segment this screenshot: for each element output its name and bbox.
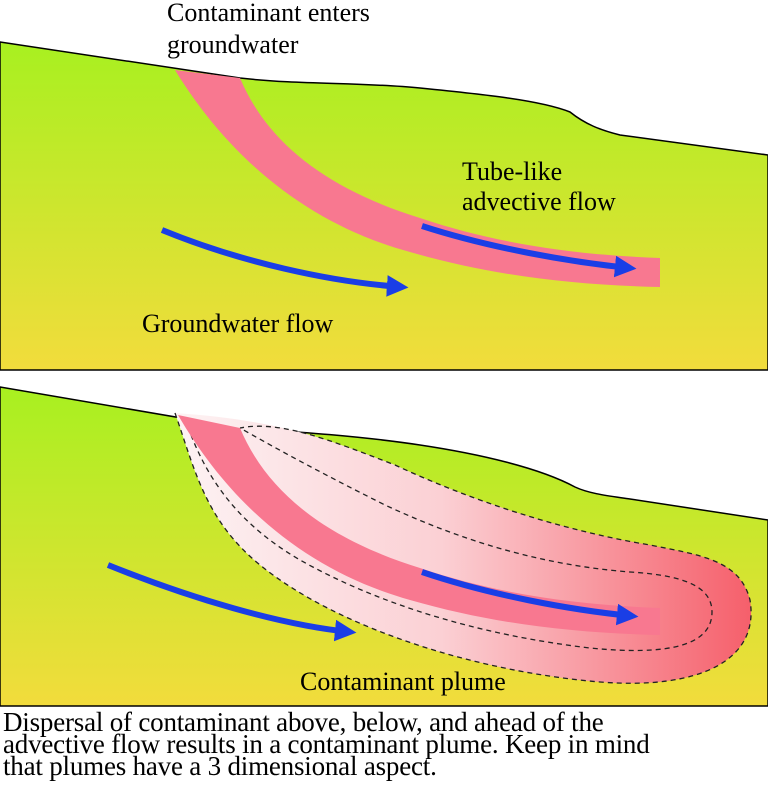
contaminant-plume-diagram: Contaminant enters groundwater Tube-like…	[0, 0, 768, 707]
advective-flow-arrow	[421, 223, 637, 278]
label-tube-like: Tube-like	[462, 157, 562, 186]
label-groundwater: groundwater	[167, 30, 299, 59]
caption-line-3: that plumes have a 3 dimensional aspect.	[3, 751, 437, 781]
label-contaminant-enters: Contaminant enters	[167, 0, 370, 27]
plume-inner-boundary	[184, 417, 713, 652]
caption-line-1: Dispersal of contaminant above, below, a…	[3, 707, 604, 737]
top-panel: Contaminant enters groundwater Tube-like…	[0, 0, 768, 371]
label-groundwater-flow: Groundwater flow	[142, 309, 334, 338]
figure-caption: Dispersal of contaminant above, below, a…	[3, 707, 765, 781]
label-contaminant-plume: Contaminant plume	[300, 667, 506, 696]
advective-flow-arrow-bottom	[421, 569, 639, 626]
plume-outer-boundary	[174, 412, 752, 684]
bottom-panel: Contaminant plume	[0, 386, 768, 707]
groundwater-flow-arrow-bottom	[106, 562, 357, 642]
caption-line-2: advective flow results in a contaminant …	[3, 729, 650, 759]
groundwater-flow-arrow	[160, 227, 409, 297]
label-advective-flow: advective flow	[462, 187, 616, 216]
